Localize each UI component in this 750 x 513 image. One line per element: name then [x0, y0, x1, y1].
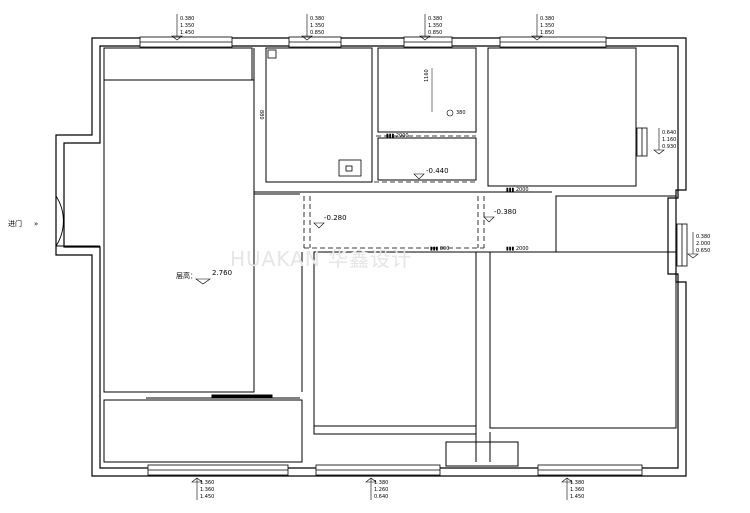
annotation-level-icon — [531, 35, 543, 41]
entry-door — [55, 195, 100, 247]
annotation-value: 1.450 — [570, 494, 584, 500]
door-tag-passage: ▮▮▮ 2000 — [506, 187, 529, 193]
annotation-value: 0.640 — [662, 130, 676, 136]
annotation-value: 1.350 — [428, 23, 442, 29]
annotation-value: 1.380 — [570, 480, 584, 486]
annotation-value: 0.640 — [374, 494, 388, 500]
annotation-value: 1.160 — [662, 137, 676, 143]
annotation-value: 0.650 — [696, 248, 710, 254]
entrance-arrow-icon: » — [34, 220, 38, 228]
annotation-value: 1.360 — [200, 487, 214, 493]
annotation-level-icon — [687, 253, 699, 259]
annotation-value: 1.380 — [374, 480, 388, 486]
annotation-level-icon — [561, 477, 573, 483]
watermark: HUAKAN 华鑫设计 — [230, 247, 412, 271]
door-tags: ▮▮▮ 2000 ▮▮▮ 2000 ▮▮▮ 800 ▮▮▮ 2000 — [386, 133, 529, 252]
annotation-value: 2.000 — [696, 241, 710, 247]
windows — [139, 36, 688, 476]
annotation-value: 1.350 — [180, 23, 194, 29]
annotation-value: 1.450 — [200, 494, 214, 500]
window-annotations: 0.3801.3501.4500.3801.3500.8500.3801.350… — [171, 14, 710, 500]
dashed-boundaries — [303, 135, 485, 249]
annotation-value: 0.380 — [428, 16, 442, 22]
annotation-level-icon — [365, 477, 377, 483]
door-tag-bedroom-left: ▮▮▮ 800 — [430, 246, 449, 252]
annotation-level-icon — [191, 477, 203, 483]
annotation-value: 0.380 — [696, 234, 710, 240]
living-height-label: 层高： — [176, 271, 197, 280]
annotation-value: 1.850 — [540, 30, 554, 36]
small-room-vertical-dim: 1160 — [424, 69, 430, 82]
annotation-value: 1.450 — [180, 30, 194, 36]
annotation-value: 0.380 — [310, 16, 324, 22]
annotation-level-icon — [419, 35, 431, 41]
fixtures — [267, 49, 362, 177]
door-tag-kitchen: ▮▮▮ 2000 — [386, 133, 409, 139]
annotation-value: 0.850 — [428, 30, 442, 36]
annotation-value: 1.360 — [200, 480, 214, 486]
living-height: 层高： 2.760 — [176, 269, 232, 285]
annotation-value: 1.260 — [374, 487, 388, 493]
entry-label: 进门 » — [8, 219, 38, 228]
annotation-value: 0.380 — [540, 16, 554, 22]
annotation-value: 1.350 — [310, 23, 324, 29]
level-corridor-left: -0.280 — [324, 214, 347, 222]
small-room-note: 380 — [456, 110, 466, 116]
outer-walls — [55, 37, 687, 477]
small-room-marks: 1160 380 880 — [258, 68, 466, 120]
annotation-level-icon — [171, 35, 183, 41]
annotation-level-icon — [653, 149, 665, 155]
annotation-value: 0.380 — [180, 16, 194, 22]
annotation-value: 1.350 — [540, 23, 554, 29]
annotation-value: 1.360 — [570, 487, 584, 493]
level-corridor-right: -0.380 — [494, 208, 517, 216]
kitchen-side-dim: 880 — [258, 110, 264, 120]
living-height-value: 2.760 — [212, 269, 232, 277]
door-tag-bedroom-right: ▮▮▮ 2000 — [506, 246, 529, 252]
level-marks: -0.440 -0.280 -0.380 — [313, 167, 517, 229]
annotation-level-icon — [301, 35, 313, 41]
level-kitchen: -0.440 — [426, 167, 449, 175]
annotation-value: 0.930 — [662, 144, 676, 150]
entrance-label: 进门 — [8, 219, 22, 228]
interior-walls — [103, 47, 677, 467]
annotation-value: 0.850 — [310, 30, 324, 36]
